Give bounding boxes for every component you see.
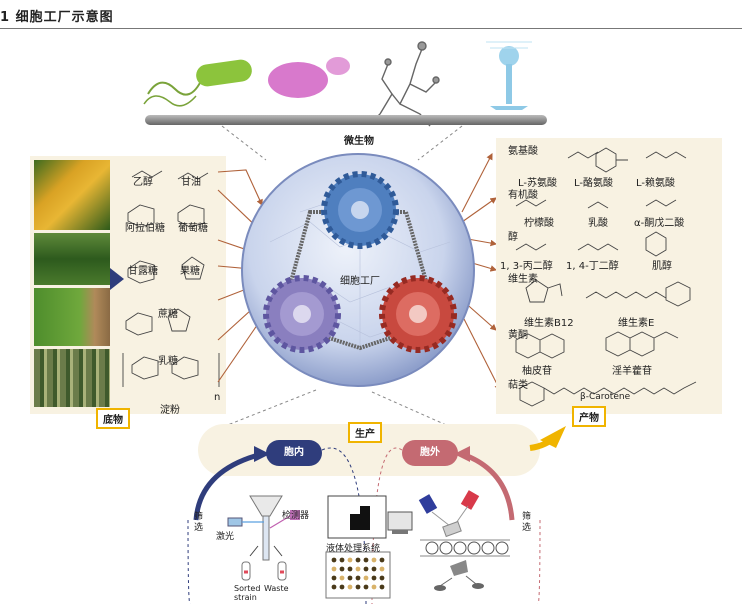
purple-gear-icon — [263, 275, 341, 353]
microbe-shelf — [145, 115, 547, 125]
laser-label: 激光 — [216, 532, 235, 542]
bacterium-icon — [143, 59, 252, 107]
product-vitamin-b12: 维生素B12 — [524, 318, 574, 329]
production-box-label: 生产 — [348, 422, 382, 443]
terpenes-label: 萜类 — [508, 380, 528, 391]
microfluidic-illustration — [418, 490, 510, 591]
organic-acids-label: 有机酸 — [508, 190, 538, 201]
polymer-subscript: n — [214, 392, 221, 403]
cell-factory-label: 细胞工厂 — [340, 276, 380, 287]
corn-photo — [34, 160, 110, 230]
title-divider — [0, 28, 742, 29]
liquid-handling-label: 液体处理系统 — [326, 544, 381, 554]
figure-title: 1 细胞工厂示意图 — [0, 10, 114, 25]
product-lysine: L-赖氨酸 — [636, 178, 676, 189]
amino-acids-label: 氨基酸 — [508, 146, 538, 157]
compound-starch: 淀粉 — [160, 405, 180, 416]
microbes-label: 微生物 — [344, 136, 374, 147]
intracellular-pill: 胞内 — [266, 440, 322, 466]
products-box-label: 产物 — [572, 406, 606, 427]
alcohols-label: 醇 — [508, 232, 518, 243]
waste-label: Waste — [264, 584, 289, 593]
liquid-handling-illustration — [325, 495, 413, 599]
product-inositol: 肌醇 — [652, 261, 672, 272]
compound-arabinose: 阿拉伯糖 — [125, 223, 165, 234]
compound-lactose: 乳糖 — [158, 356, 178, 367]
sugarcane-photo — [34, 349, 110, 407]
product-beta-carotene: β-Carotene — [580, 392, 631, 402]
products-panel — [496, 138, 722, 414]
cell-factory-sphere — [241, 153, 475, 387]
cell-sorter-illustration — [227, 495, 300, 581]
detector-label: 检测器 — [282, 511, 310, 521]
product-butanediol: 1, 4-丁二醇 — [566, 261, 619, 272]
vitamins-label: 维生素 — [508, 274, 538, 285]
compound-fructose: 果糖 — [180, 266, 200, 277]
product-vitamin-e: 维生素E — [618, 318, 655, 329]
soybean-photo — [34, 288, 110, 346]
microbes-illustration — [143, 41, 532, 127]
product-lactic-acid: 乳酸 — [588, 218, 608, 229]
red-gear-icon — [379, 275, 457, 353]
screening-left-label: 筛选 — [194, 512, 204, 533]
product-structures — [515, 147, 697, 407]
compound-glycerol: 甘油 — [181, 177, 201, 188]
product-naringin: 柚皮苷 — [522, 366, 552, 377]
compound-ethanol: 乙醇 — [133, 177, 153, 188]
compound-mannose: 甘露糖 — [128, 266, 158, 277]
product-propanediol: 1, 3-丙二醇 — [500, 261, 553, 272]
yeast-icon — [268, 57, 350, 98]
compound-glucose: 葡萄糖 — [178, 223, 208, 234]
compound-sucrose: 蔗糖 — [158, 309, 178, 320]
substrate-arrow-icon — [110, 268, 124, 290]
product-threonine: L-苏氨酸 — [518, 178, 558, 189]
substrate-box-label: 底物 — [96, 408, 130, 429]
wheat-field-photo — [34, 233, 110, 285]
sorted-strain-label: Sorted strain — [234, 584, 261, 602]
product-tyrosine: L-酪氨酸 — [574, 178, 614, 189]
blue-gear-icon — [321, 171, 399, 249]
product-icariin: 淫羊藿苷 — [612, 366, 652, 377]
flavonoids-label: 黄酮 — [508, 330, 528, 341]
screening-right-label: 筛选 — [522, 512, 532, 533]
extracellular-pill: 胞外 — [402, 440, 458, 466]
product-citric-acid: 柠檬酸 — [524, 218, 554, 229]
product-ketoglutarate: α-酮戊二酸 — [634, 218, 685, 229]
fungus-icon — [486, 41, 532, 110]
